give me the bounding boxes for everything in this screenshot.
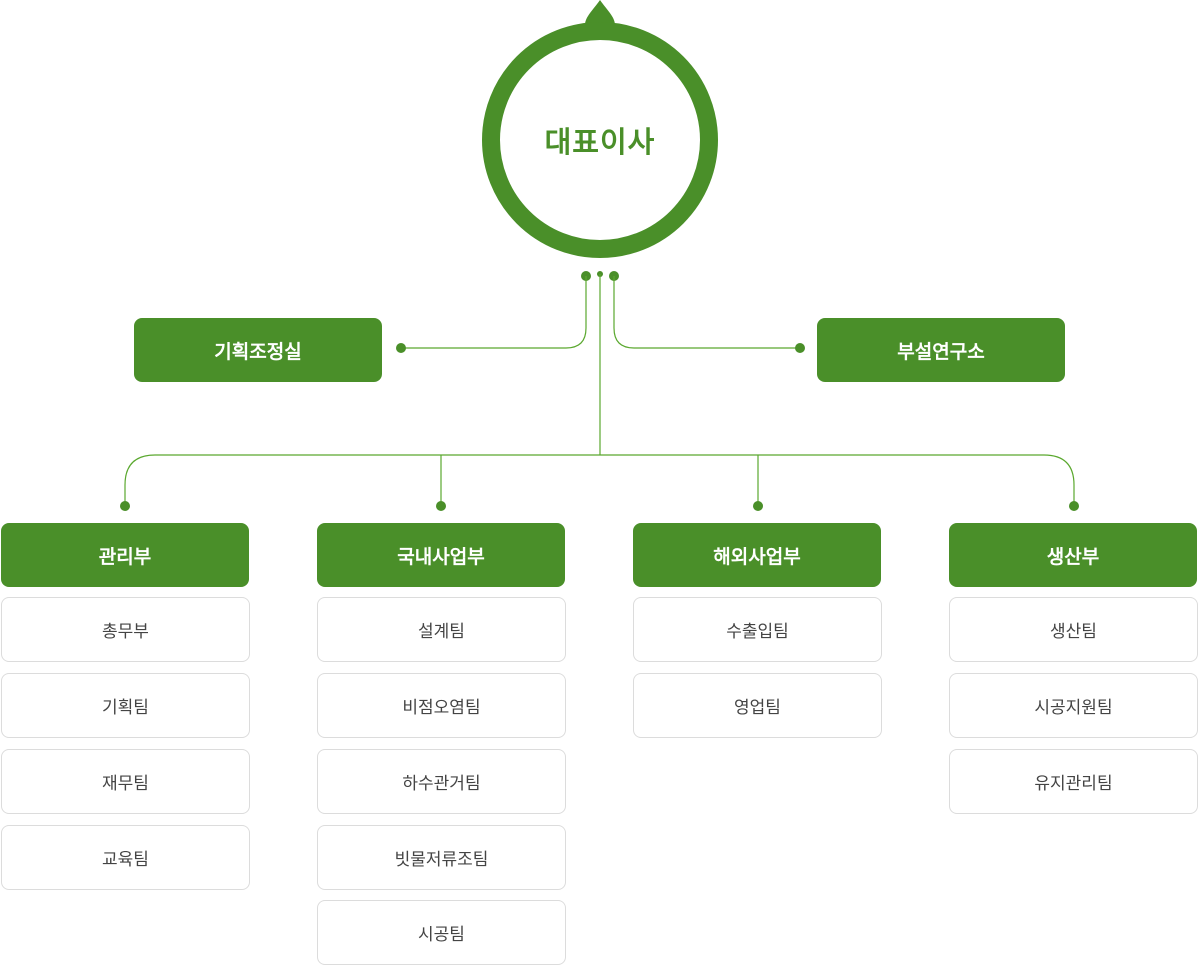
staff-node-planning: 기획조정실 <box>134 318 382 382</box>
connector-dot <box>120 501 130 511</box>
department-domestic: 국내사업부 <box>317 523 565 587</box>
connector-dot <box>1069 501 1079 511</box>
team-item: 하수관거팀 <box>317 749 566 814</box>
team-item: 영업팀 <box>633 673 882 738</box>
connector-bus <box>124 454 1075 506</box>
team-item: 유지관리팀 <box>949 749 1198 814</box>
team-item: 기획팀 <box>1 673 250 738</box>
team-item: 생산팀 <box>949 597 1198 662</box>
team-item: 수출입팀 <box>633 597 882 662</box>
team-item: 빗물저류조팀 <box>317 825 566 890</box>
connector-line-right-staff <box>613 276 800 349</box>
connector-dot <box>396 343 406 353</box>
connector-dot <box>436 501 446 511</box>
department-production: 생산부 <box>949 523 1197 587</box>
staff-node-research: 부설연구소 <box>817 318 1065 382</box>
team-item: 시공지원팀 <box>949 673 1198 738</box>
connector-dot <box>753 501 763 511</box>
connector-line-left-staff <box>402 276 587 349</box>
ceo-label: 대표이사 <box>544 125 656 159</box>
team-item: 시공팀 <box>317 900 566 965</box>
team-item: 총무부 <box>1 597 250 662</box>
team-item: 비점오염팀 <box>317 673 566 738</box>
team-item: 교육팀 <box>1 825 250 890</box>
connector-dot <box>795 343 805 353</box>
team-item: 설계팀 <box>317 597 566 662</box>
department-management: 관리부 <box>1 523 249 587</box>
department-overseas: 해외사업부 <box>633 523 881 587</box>
ceo-node: 대표이사 <box>482 22 718 258</box>
team-item: 재무팀 <box>1 749 250 814</box>
